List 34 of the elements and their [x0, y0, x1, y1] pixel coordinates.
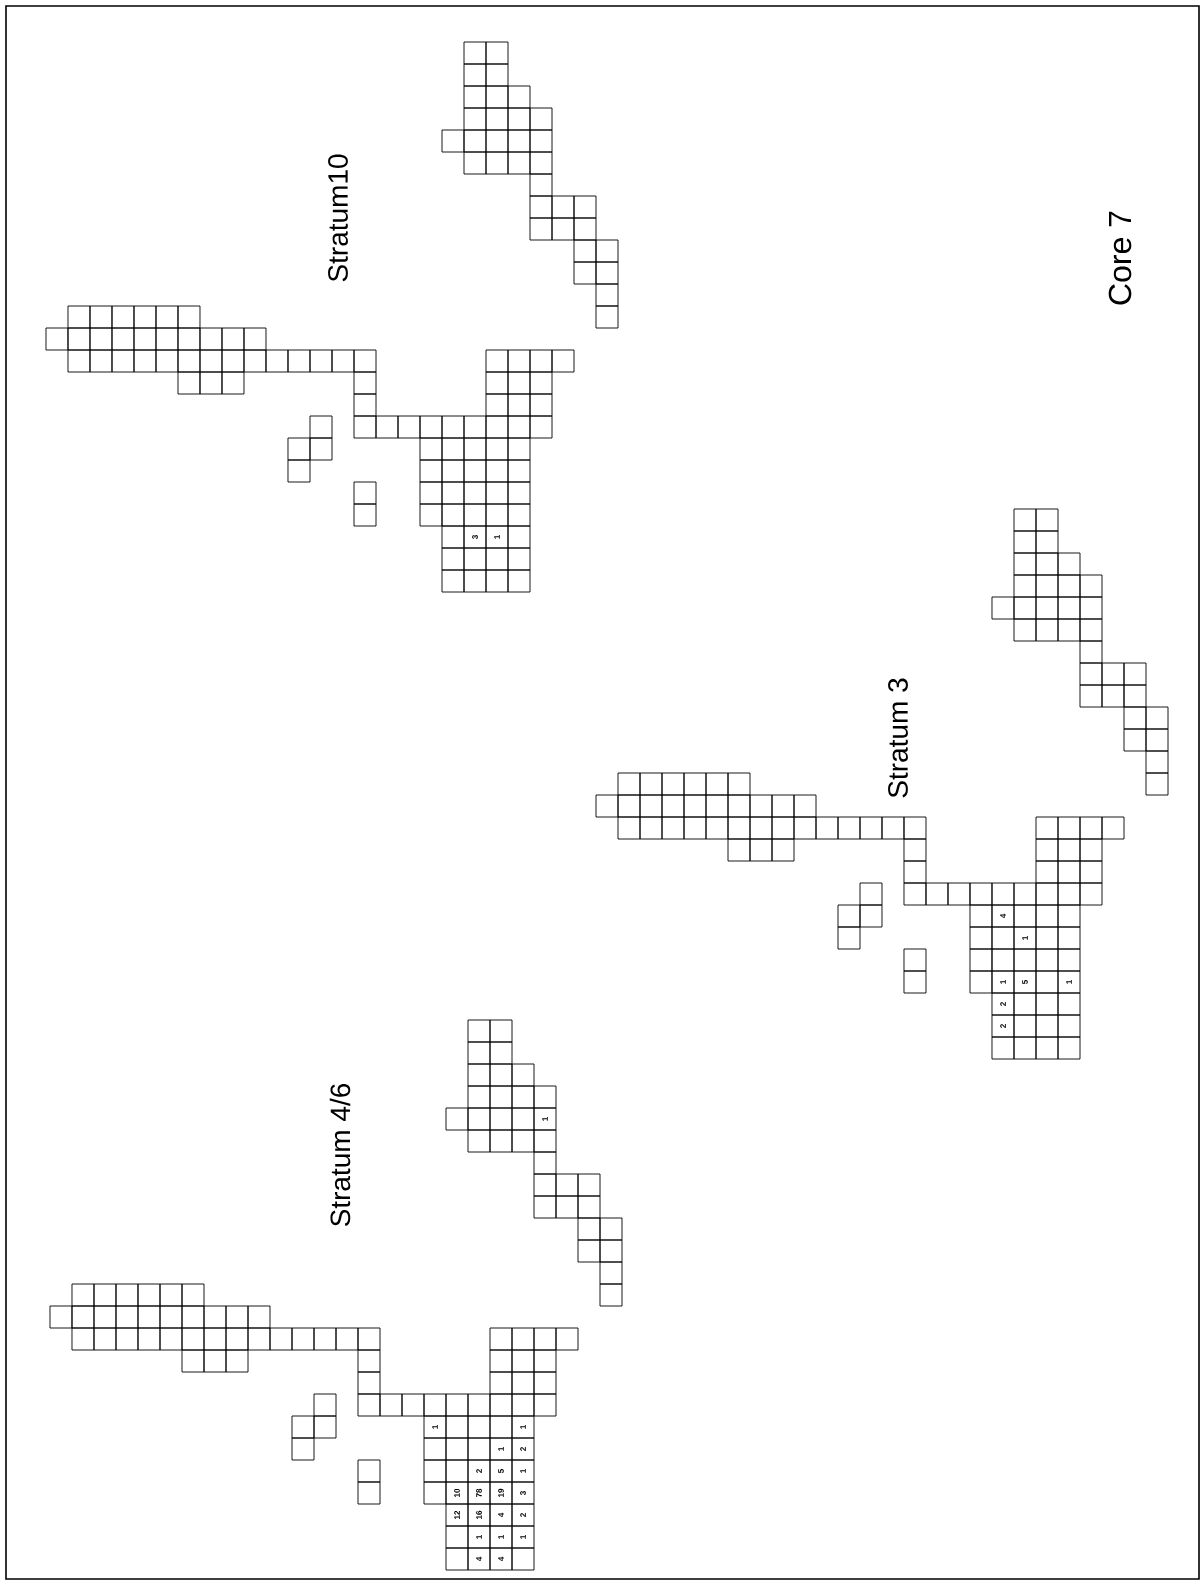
cell-number: 3	[472, 535, 478, 540]
cell-number: 1	[498, 1535, 504, 1539]
cell-number: 1	[542, 1117, 548, 1121]
cell-number: 5	[1022, 980, 1028, 984]
stratum-label: Stratum 4/6	[329, 1083, 351, 1227]
cell-number: 2	[520, 1513, 526, 1517]
cell-number: 78	[476, 1488, 482, 1498]
cell-number: 1	[494, 535, 500, 539]
cell-number: 1	[498, 1447, 504, 1451]
cell-number: 16	[476, 1510, 482, 1519]
cell-number: 1	[1022, 936, 1028, 940]
cell-number: 10	[454, 1488, 460, 1497]
cell-number: 12	[454, 1510, 460, 1519]
cell-number: 1	[1066, 980, 1072, 984]
cell-number: 19	[498, 1488, 504, 1497]
stratum-label: Stratum10	[328, 154, 348, 282]
cell-number: 4	[498, 1556, 504, 1562]
cell-number: 4	[1000, 913, 1006, 919]
cell-number: 1	[520, 1425, 526, 1429]
cell-number: 4	[476, 1556, 482, 1562]
cell-number: 1	[1000, 980, 1006, 984]
cell-number: 4	[498, 1512, 504, 1518]
cell-number: 2	[476, 1469, 482, 1473]
cell-number: 1	[432, 1425, 438, 1429]
cell-number: 2	[1000, 1024, 1006, 1028]
cell-number: 1	[476, 1535, 482, 1539]
cell-number: 1	[520, 1469, 526, 1473]
cell-number: 2	[520, 1447, 526, 1451]
cell-number: 3	[520, 1491, 526, 1496]
cell-number: 2	[1000, 1002, 1006, 1006]
cell-number: 5	[498, 1469, 504, 1473]
cell-number: 1	[520, 1535, 526, 1539]
core-title: Core 7	[1108, 211, 1132, 305]
stratum-label: Stratum 3	[888, 678, 908, 798]
